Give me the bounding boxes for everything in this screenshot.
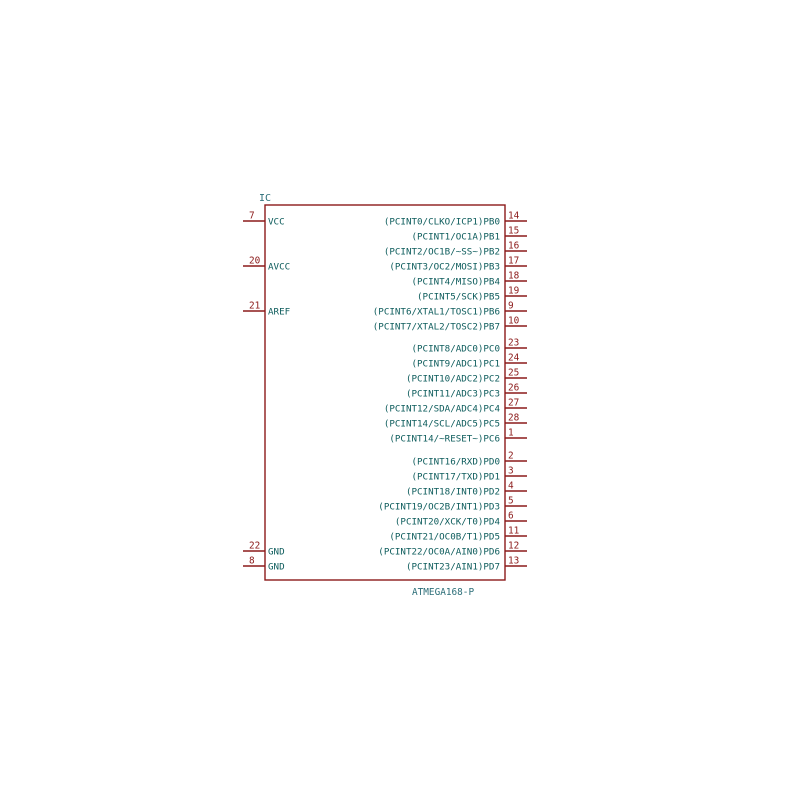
pin-17[interactable]: 17 (PCINT3/OC2/MOSI)PB3 <box>389 256 527 273</box>
pin-number: 6 <box>508 511 514 522</box>
pin-number: 2 <box>508 451 514 462</box>
pin-name: (PCINT4/MISO)PB4 <box>411 277 500 288</box>
pin-name: (PCINT2/OC1B/~SS~)PB2 <box>384 247 500 258</box>
pin-number: 5 <box>508 496 514 507</box>
pin-name: (PCINT16/RXD)PD0 <box>411 457 500 468</box>
pin-18[interactable]: 18 (PCINT4/MISO)PB4 <box>411 271 527 288</box>
pin-number: 25 <box>508 368 519 379</box>
pin-name: VCC <box>268 217 285 228</box>
pin-number: 28 <box>508 413 520 424</box>
pin-name: (PCINT9/ADC1)PC1 <box>411 359 500 370</box>
pin-number: 21 <box>249 301 261 312</box>
pin-number: 9 <box>508 301 514 312</box>
pin-name: (PCINT18/INT0)PD2 <box>406 487 500 498</box>
pin-28[interactable]: 28 (PCINT14/SCL/ADC5)PC5 <box>384 413 527 430</box>
pin-number: 4 <box>508 481 514 492</box>
pin-number: 3 <box>508 466 514 477</box>
pin-name: (PCINT1/OC1A)PB1 <box>411 232 500 243</box>
pin-1[interactable]: 1 (PCINT14/~RESET~)PC6 <box>389 428 527 445</box>
pin-number: 17 <box>508 256 519 267</box>
pin-12[interactable]: 12 (PCINT22/OC0A/AIN0)PD6 <box>378 541 527 558</box>
pin-26[interactable]: 26 (PCINT11/ADC3)PC3 <box>406 383 527 400</box>
pin-number: 16 <box>508 241 520 252</box>
pin-number: 26 <box>508 383 520 394</box>
pin-name: (PCINT22/OC0A/AIN0)PD6 <box>378 547 500 558</box>
pin-number: 23 <box>508 338 519 349</box>
pin-name: (PCINT11/ADC3)PC3 <box>406 389 500 400</box>
pin-number: 8 <box>249 556 255 567</box>
pin-9[interactable]: 9 (PCINT6/XTAL1/TOSC1)PB6 <box>373 301 527 318</box>
pin-name: (PCINT23/AIN1)PD7 <box>406 562 500 573</box>
pin-name: AREF <box>268 307 290 318</box>
pin-number: 13 <box>508 556 519 567</box>
pin-3[interactable]: 3 (PCINT17/TXD)PD1 <box>411 466 527 483</box>
pin-13[interactable]: 13 (PCINT23/AIN1)PD7 <box>406 556 527 573</box>
pin-number: 12 <box>508 541 519 552</box>
pin-16[interactable]: 16 (PCINT2/OC1B/~SS~)PB2 <box>384 241 527 258</box>
pin-number: 27 <box>508 398 519 409</box>
pin-name: (PCINT0/CLKO/ICP1)PB0 <box>384 217 500 228</box>
pin-number: 20 <box>249 256 261 267</box>
pin-10[interactable]: 10 (PCINT7/XTAL2/TOSC2)PB7 <box>373 316 527 333</box>
pin-number: 1 <box>508 428 514 439</box>
pin-name: (PCINT5/SCK)PB5 <box>417 292 500 303</box>
pin-number: 18 <box>508 271 520 282</box>
pin-name: (PCINT19/OC2B/INT1)PD3 <box>378 502 500 513</box>
pin-name: (PCINT17/TXD)PD1 <box>411 472 500 483</box>
pin-15[interactable]: 15 (PCINT1/OC1A)PB1 <box>411 226 527 243</box>
pin-name: (PCINT12/SDA/ADC4)PC4 <box>384 404 501 415</box>
pin-number: 24 <box>508 353 520 364</box>
right-pin-group: 14(PCINT0/CLKO/ICP1)PB015(PCINT1/OC1A)PB… <box>373 211 527 573</box>
ic-symbol[interactable]: IC ATMEGA168-P 7VCC20AVCC21AREF22GND8GND… <box>243 193 527 598</box>
pin-name: (PCINT7/XTAL2/TOSC2)PB7 <box>373 322 500 333</box>
pin-name: AVCC <box>268 262 290 273</box>
pin-number: 10 <box>508 316 520 327</box>
pin-name: (PCINT10/ADC2)PC2 <box>406 374 500 385</box>
pin-name: (PCINT20/XCK/T0)PD4 <box>395 517 501 528</box>
pin-number: 7 <box>249 211 255 222</box>
pin-name: (PCINT3/OC2/MOSI)PB3 <box>389 262 500 273</box>
pin-5[interactable]: 5 (PCINT19/OC2B/INT1)PD3 <box>378 496 527 513</box>
pin-name: (PCINT21/OC0B/T1)PD5 <box>389 532 500 543</box>
pin-number: 22 <box>249 541 260 552</box>
pin-name: (PCINT8/ADC0)PC0 <box>411 344 500 355</box>
pin-6[interactable]: 6 (PCINT20/XCK/T0)PD4 <box>395 511 527 528</box>
reference-designator: IC <box>259 193 271 204</box>
pin-name: (PCINT14/SCL/ADC5)PC5 <box>384 419 500 430</box>
pin-23[interactable]: 23 (PCINT8/ADC0)PC0 <box>411 338 527 355</box>
pin-24[interactable]: 24 (PCINT9/ADC1)PC1 <box>411 353 527 370</box>
pin-name: (PCINT14/~RESET~)PC6 <box>389 434 500 445</box>
pin-14[interactable]: 14 (PCINT0/CLKO/ICP1)PB0 <box>384 211 527 228</box>
pin-27[interactable]: 27 (PCINT12/SDA/ADC4)PC4 <box>384 398 527 415</box>
pin-11[interactable]: 11 (PCINT21/OC0B/T1)PD5 <box>389 526 527 543</box>
part-value: ATMEGA168-P <box>412 587 474 598</box>
pin-number: 14 <box>508 211 520 222</box>
pin-number: 11 <box>508 526 520 537</box>
pin-number: 19 <box>508 286 520 297</box>
pin-number: 15 <box>508 226 519 237</box>
pin-name: GND <box>268 562 285 573</box>
pin-name: GND <box>268 547 285 558</box>
pin-2[interactable]: 2 (PCINT16/RXD)PD0 <box>411 451 527 468</box>
pin-4[interactable]: 4 (PCINT18/INT0)PD2 <box>406 481 527 498</box>
pin-19[interactable]: 19 (PCINT5/SCK)PB5 <box>417 286 527 303</box>
pin-name: (PCINT6/XTAL1/TOSC1)PB6 <box>373 307 500 318</box>
pin-25[interactable]: 25 (PCINT10/ADC2)PC2 <box>406 368 527 385</box>
